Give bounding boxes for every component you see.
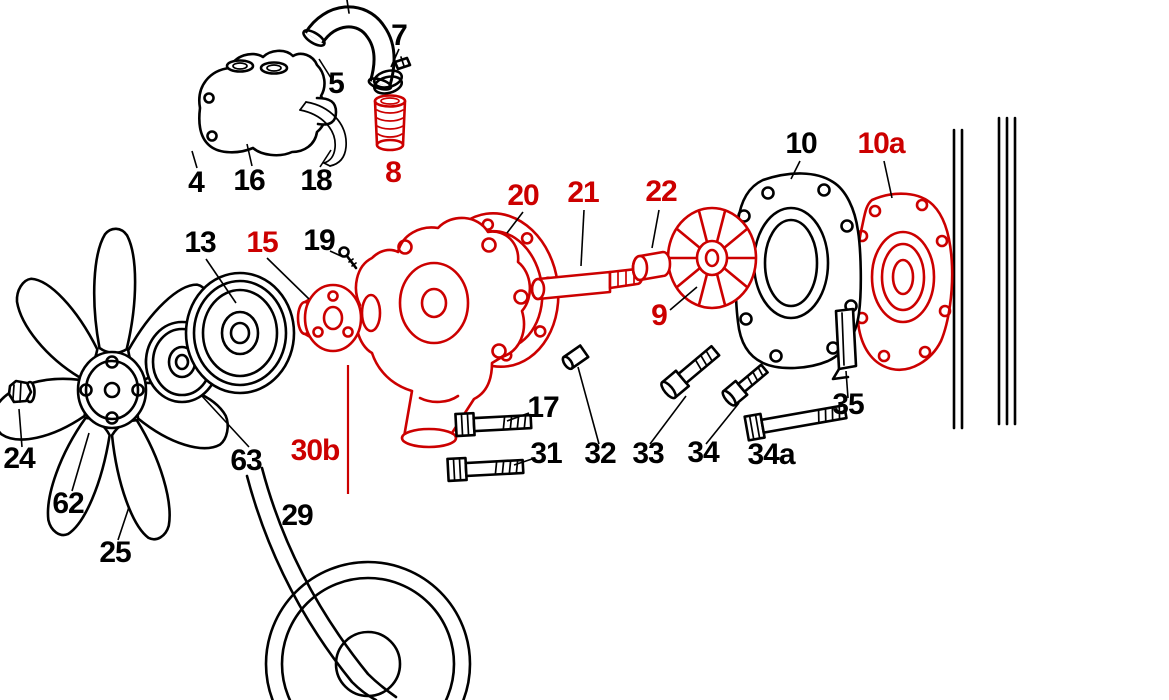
part-34-bolt	[721, 363, 769, 407]
part-label-16: 16	[233, 164, 265, 197]
part-18-gasket	[299, 101, 347, 167]
part-label-17: 17	[527, 391, 559, 424]
part-29-belt	[245, 466, 472, 700]
part-32-dowel	[561, 344, 590, 371]
part-62-fan-hub	[76, 350, 148, 430]
part-label-32: 32	[584, 437, 616, 470]
part-35-bracket	[831, 307, 858, 381]
part-label-34: 34	[687, 436, 719, 469]
part-label-10a: 10a	[857, 127, 905, 160]
part-7-hose-clamp	[372, 56, 412, 95]
part-label-7: 7	[391, 19, 408, 52]
part-label-18: 18	[300, 164, 332, 197]
part-label-19: 19	[303, 224, 335, 257]
part-10a-gasket-plate	[855, 192, 954, 372]
part-9-impeller	[666, 206, 758, 310]
part-13-pulley	[184, 271, 296, 395]
part-label-24: 24	[3, 442, 35, 475]
part-17-bolt	[454, 411, 533, 438]
part-label-33: 33	[632, 437, 664, 470]
part-label-10: 10	[785, 127, 817, 160]
part-label-5: 5	[328, 67, 345, 100]
part-22-sleeve	[631, 250, 672, 282]
part-label-21: 21	[567, 176, 599, 209]
part-label-29: 29	[281, 499, 313, 532]
part-4-thermostat-housing	[198, 49, 338, 157]
part-label-13: 13	[184, 226, 216, 259]
part-5-hose	[302, 0, 396, 91]
part-33-bolt	[660, 344, 721, 400]
part-label-63: 63	[230, 444, 262, 477]
part-label-35: 35	[832, 388, 864, 421]
part-label-31: 31	[530, 437, 562, 470]
part-label-30b: 30b	[290, 434, 341, 467]
part-31-bolt	[446, 456, 525, 483]
part-label-15: 15	[246, 226, 278, 259]
part-label-25: 25	[99, 536, 131, 569]
part-8-hose-stub	[373, 94, 407, 152]
part-label-62: 62	[52, 487, 84, 520]
part-15-coupling	[296, 283, 363, 353]
part-label-4: 4	[188, 166, 205, 199]
radiator-edge	[952, 116, 1017, 430]
part-34a-bolt	[743, 403, 848, 442]
part-label-20: 20	[507, 179, 539, 212]
part-label-8: 8	[385, 156, 402, 189]
part-19-screw	[338, 246, 358, 270]
leader-lines	[18, 48, 893, 541]
part-label-9: 9	[651, 299, 668, 332]
part-30b-pump-body	[354, 216, 532, 449]
part-24-nut	[7, 379, 36, 404]
part-label-34a: 34a	[747, 438, 795, 471]
part-label-22: 22	[645, 175, 677, 208]
